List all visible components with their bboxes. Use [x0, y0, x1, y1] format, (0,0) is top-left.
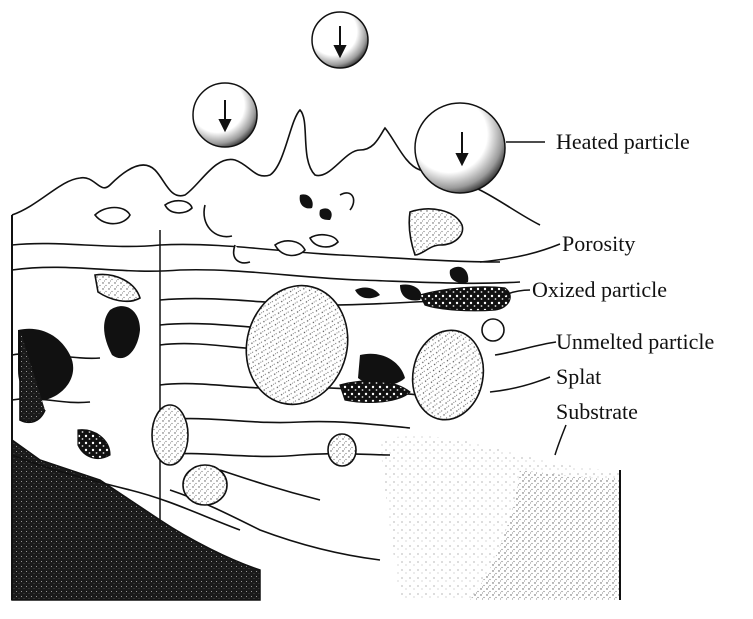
unmelted-particle-label: Unmelted particle [556, 331, 714, 353]
substrate-label: Substrate [556, 401, 638, 423]
heated-particle-label: Heated particle [556, 131, 690, 153]
splat-label: Splat [556, 366, 601, 388]
porosity-label: Porosity [562, 233, 635, 255]
oxized-particle-label: Oxized particle [532, 279, 667, 301]
substrate-cross-section [12, 215, 260, 600]
substrate-region [380, 436, 620, 600]
porosity-regions [18, 194, 468, 400]
